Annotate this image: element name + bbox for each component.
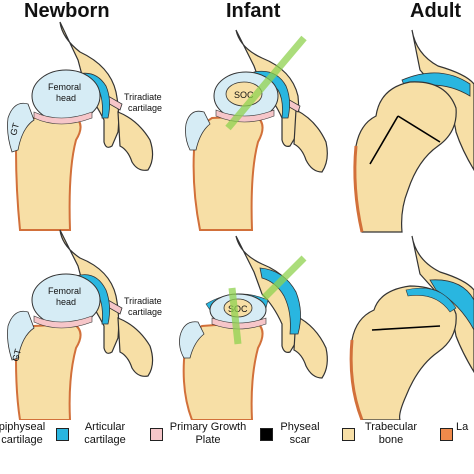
- newborn-top-triradiate-label-2: cartilage: [128, 103, 162, 113]
- legend-growth-plate-line2: Plate: [195, 434, 221, 446]
- legend-epiphyseal-line1: piphyseal: [0, 421, 46, 433]
- adult-bottom-hip: [349, 235, 474, 420]
- legend-swatch-physeal-scar: [260, 428, 273, 441]
- column-title-adult: Adult: [410, 0, 462, 22]
- newborn-bottom-gt-label: GT: [10, 347, 23, 362]
- legend-articular-line1: Articular: [84, 421, 126, 433]
- newborn-top-femur: [14, 114, 82, 231]
- adult-bottom-femur: [350, 285, 457, 420]
- legend: piphyseal cartilage Articular cartilage …: [0, 418, 474, 474]
- newborn-bottom-ischium: [117, 317, 154, 377]
- newborn-bottom-hip: Femoral head Triradiate cartilage GT: [7, 229, 162, 420]
- column-title-newborn: Newborn: [24, 0, 110, 22]
- infant-top-hip: SOC: [185, 29, 328, 231]
- legend-swatch-articular: [56, 428, 69, 441]
- legend-trabecular-line1: Trabecular: [364, 421, 418, 433]
- newborn-bottom-growth-plate: [33, 315, 93, 329]
- column-title-infant: Infant: [226, 0, 281, 22]
- legend-physeal-line2: scar: [289, 434, 311, 446]
- legend-swatch-trabecular: [342, 428, 355, 441]
- infant-bottom-cross-mark-1: [228, 287, 242, 345]
- newborn-top-hip: Femoral head Triradiate cartilage GT: [7, 21, 162, 231]
- newborn-top-growth-plate: [33, 111, 93, 125]
- legend-articular-line2: cartilage: [84, 434, 126, 446]
- infant-bottom-hip: SOC: [179, 235, 328, 420]
- infant-bottom-cross-mark-2: [261, 255, 307, 301]
- legend-epiphyseal-line2: cartilage: [1, 434, 43, 446]
- newborn-top-gt-cartilage: [7, 102, 35, 153]
- infant-top-gt-cartilage: [185, 110, 211, 151]
- legend-cortical-line1: La: [456, 421, 469, 433]
- newborn-bottom-femoral-label-2: head: [56, 297, 76, 307]
- newborn-bottom-triradiate-label-1: Triradiate: [124, 296, 162, 306]
- adult-bottom-physeal-scar: [371, 325, 441, 331]
- adult-bottom-cortex: [349, 339, 364, 420]
- newborn-top-femoral-label-2: head: [56, 93, 76, 103]
- adult-top-femur: [354, 81, 457, 233]
- legend-physeal-line1: Physeal: [280, 421, 320, 433]
- legend-trabecular-line2: bone: [378, 434, 404, 446]
- adult-top-physeal-scar: [369, 115, 441, 165]
- infant-top-ischium: [293, 109, 328, 173]
- adult-top-hip: [353, 29, 474, 233]
- legend-swatch-cortical: [440, 428, 453, 441]
- legend-growth-plate-line1: Primary Growth: [169, 421, 247, 433]
- hip-illustrations: Femoral head Triradiate cartilage GT Fem…: [7, 21, 474, 420]
- infant-top-cross-mark: [225, 35, 307, 131]
- newborn-top-femoral-label-1: Femoral: [48, 82, 81, 92]
- newborn-top-ischium: [117, 111, 154, 171]
- newborn-bottom-femoral-label-1: Femoral: [48, 286, 81, 296]
- infant-bottom-soc-label: SOC: [228, 304, 248, 314]
- newborn-bottom-triradiate-label-2: cartilage: [128, 307, 162, 317]
- infant-bottom-gt-cartilage: [179, 321, 205, 359]
- infant-bottom-ischium: [293, 315, 328, 379]
- newborn-bottom-femur: [14, 322, 82, 420]
- infant-top-femur: [192, 114, 264, 231]
- adult-top-cortex: [353, 145, 364, 233]
- infant-top-soc-label: SOC: [234, 90, 254, 100]
- newborn-top-gt-label: GT: [8, 121, 21, 136]
- newborn-bottom-gt-cartilage: [7, 310, 35, 361]
- legend-swatch-growth-plate: [150, 428, 163, 441]
- adult-bottom-articular-rim: [405, 287, 457, 313]
- newborn-top-triradiate-label-1: Triradiate: [124, 92, 162, 102]
